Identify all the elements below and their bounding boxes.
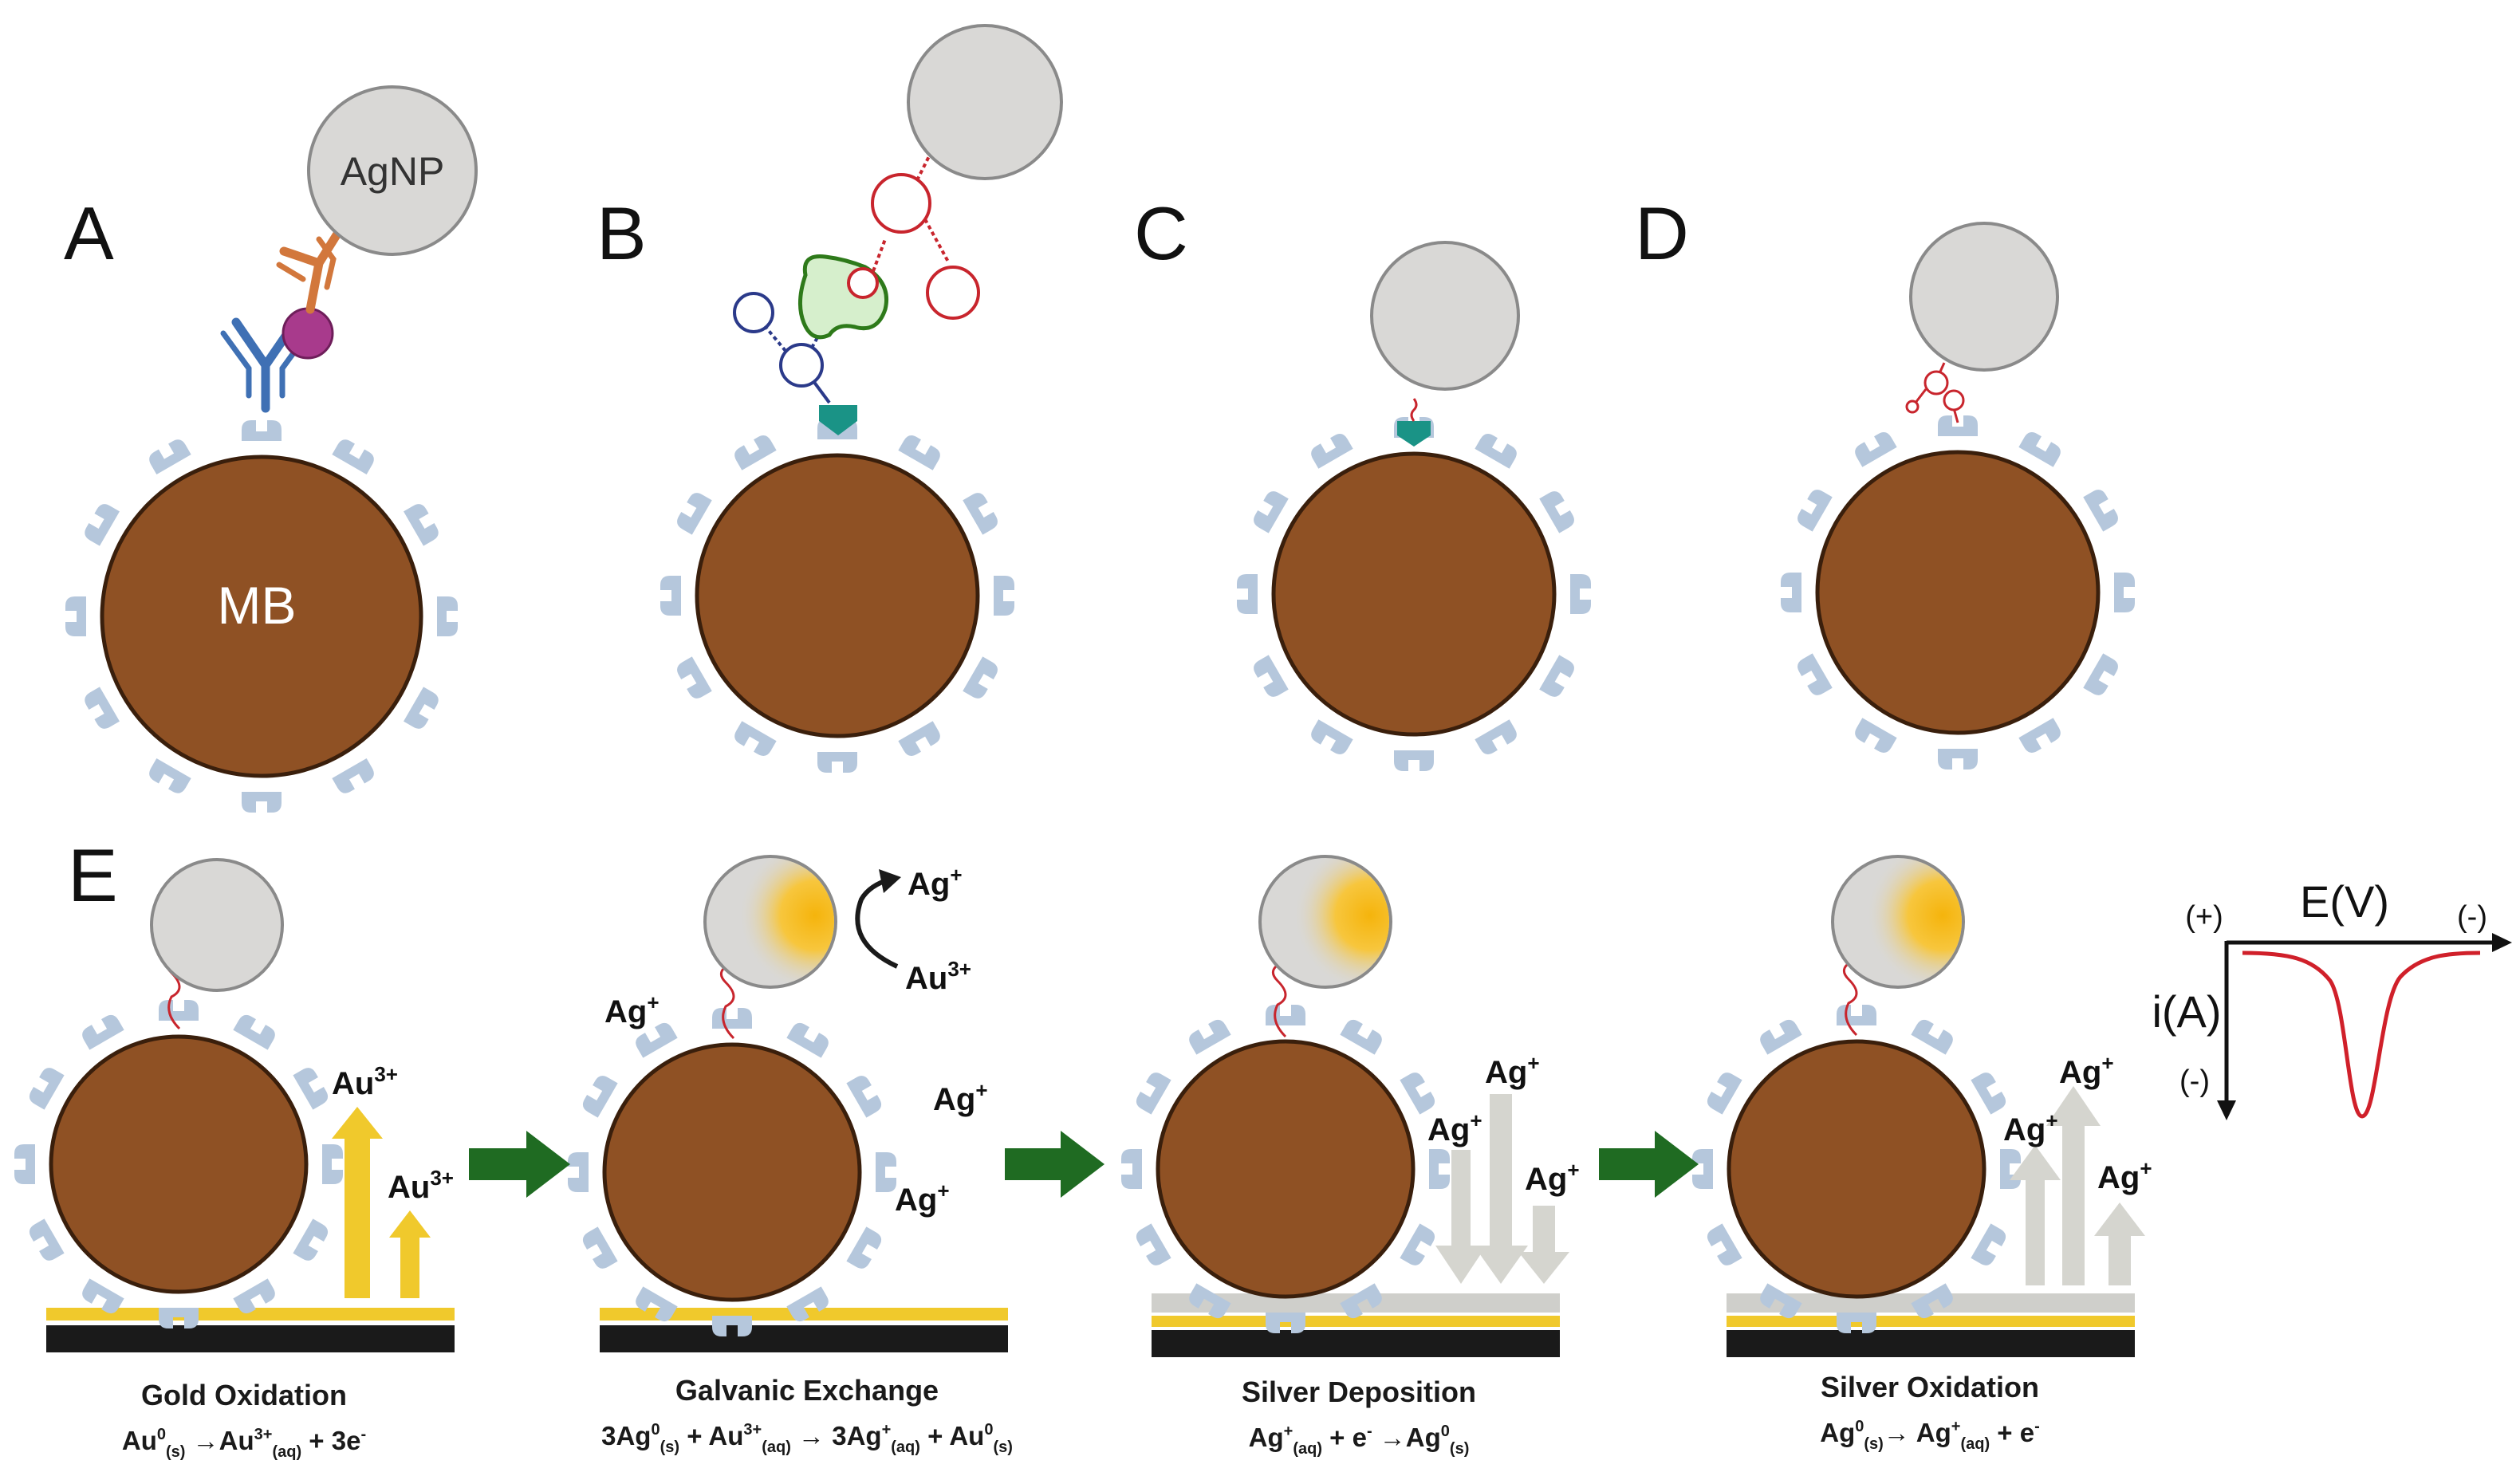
agnp-e2-gold-glow (707, 858, 834, 986)
magnetic-bead-e3 (1121, 1005, 1450, 1333)
magnetic-bead-c (1237, 417, 1591, 771)
linker-e4 (1842, 958, 1858, 1037)
x-positive-label: (+) (2185, 900, 2223, 934)
y-negative-label: (-) (2179, 1065, 2210, 1098)
au3-release-arrows (332, 1107, 431, 1298)
magnetic-bead-b (660, 419, 1014, 773)
electrode-2 (600, 1308, 1008, 1352)
magnetic-bead-d (1781, 415, 2135, 769)
step1-equation: Au0(s) →Au3+(aq) + 3e- (122, 1426, 366, 1461)
step2-equation: 3Ag0(s) + Au3+(aq) → 3Ag+(aq) + Au0(s) (601, 1421, 1013, 1456)
ion-ag-dep-3: Ag+ (1525, 1158, 1580, 1197)
ion-ag-dep-1: Ag+ (1485, 1051, 1540, 1090)
agnp-c (1370, 241, 1520, 391)
ion-ag-top: Ag+ (908, 863, 963, 902)
red-aptamer-d (1905, 362, 1965, 423)
agnp-e1 (150, 858, 284, 992)
ion-au3-exchange: Au3+ (905, 957, 971, 996)
magnetic-bead-e2 (568, 1008, 896, 1336)
step3-title: Silver Deposition (1242, 1376, 1476, 1408)
exchange-arrow (855, 876, 899, 969)
agnp-e3-gold-glow (1262, 858, 1389, 986)
peak-curve (2242, 951, 2481, 1119)
x-axis-arrowhead (2492, 933, 2512, 952)
ion-ag-dep-2: Ag+ (1427, 1108, 1482, 1147)
agnp-b (907, 24, 1063, 180)
y-axis-arrowhead (2217, 1100, 2236, 1120)
process-arrow-2 (1005, 1131, 1104, 1198)
anchor-chevron-c (1397, 421, 1431, 447)
panel-label-e: E (68, 833, 118, 917)
agnp-label: AgNP (341, 149, 445, 194)
step2-title: Galvanic Exchange (675, 1374, 939, 1407)
ion-ag-left: Ag+ (604, 990, 660, 1029)
red-aptamer-b (847, 151, 980, 320)
step3-equation: Ag+(aq) + e- →Ag0(s) (1249, 1423, 1470, 1458)
antigen (282, 307, 334, 360)
panel-label-c: C (1134, 191, 1188, 275)
magnetic-bead-e1 (14, 1000, 343, 1328)
linker-c (1410, 398, 1418, 422)
panel-label-d: D (1635, 191, 1689, 275)
magnetic-bead-e4 (1692, 1005, 2021, 1333)
ion-ag-ox-1: Ag+ (2059, 1051, 2114, 1090)
linker-e3 (1271, 959, 1287, 1038)
voltammogram: E(V) (+) (-) i(A) (-) (2152, 876, 2512, 1120)
ion-ag-right1: Ag+ (933, 1078, 988, 1117)
agnp-e4-gold-glow (1834, 858, 1962, 986)
step1-title: Gold Oxidation (141, 1379, 347, 1411)
ag-oxidation-arrows (2010, 1086, 2145, 1285)
ion-au3-1: Au3+ (332, 1062, 398, 1101)
x-axis-label: E(V) (2300, 876, 2389, 927)
electrode-1 (46, 1308, 455, 1352)
mb-label: MB (218, 576, 297, 635)
panel-label-b: B (597, 191, 647, 275)
ion-ag-ox-3: Ag+ (2097, 1156, 2152, 1195)
step4-title: Silver Oxidation (1821, 1371, 2039, 1403)
capture-antibody (220, 317, 311, 413)
ion-ag-ox-2: Ag+ (2003, 1108, 2058, 1147)
exchange-arrowhead (879, 869, 901, 893)
anchor-chevron-b (819, 405, 857, 435)
step4-equation: Ag0(s)→ Ag+(aq) + e- (1820, 1418, 2040, 1453)
detection-antibody (276, 220, 348, 314)
ag-deposition-arrows (1435, 1094, 1569, 1284)
panel-label-a: A (64, 191, 114, 275)
ion-ag-right2: Ag+ (895, 1179, 950, 1218)
process-arrow-3 (1599, 1131, 1699, 1198)
process-arrow-1 (469, 1131, 570, 1198)
agnp-a (307, 85, 478, 256)
ion-au3-2: Au3+ (388, 1166, 454, 1205)
x-negative-label: (-) (2457, 900, 2487, 934)
linker-e2 (719, 961, 735, 1040)
agnp-d (1909, 222, 2059, 372)
y-axis-label: i(A) (2152, 986, 2221, 1037)
magnetic-bead-a (65, 420, 458, 813)
